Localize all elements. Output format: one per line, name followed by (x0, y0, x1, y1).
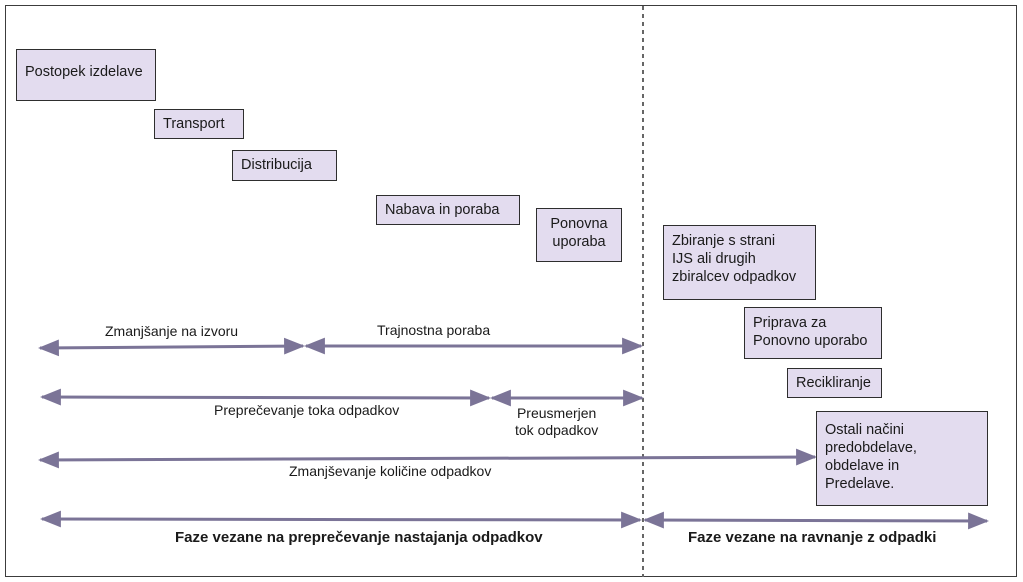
box-label: Ostali načini predobdelave, obdelave in … (825, 422, 917, 492)
box-ostali-nacini: Ostali načini predobdelave, obdelave in … (816, 411, 988, 506)
box-label: Distribucija (241, 157, 312, 173)
box-recikliranje: Recikliranje (787, 368, 882, 398)
arrow-zmanjsanje-na-izvoru (37, 337, 306, 357)
arrow-phase-right (642, 511, 990, 530)
phase-label-ravnanje: Faze vezane na ravnanje z odpadki (688, 529, 937, 546)
box-label: Postopek izdelave (25, 64, 143, 80)
box-label: Nabava in poraba (385, 202, 500, 218)
box-zbiranje: Zbiranje s strani IJS ali drugih zbiralc… (663, 225, 816, 300)
arrow-zmanjsevanje-kolicine (37, 448, 818, 469)
box-label: Ponovna uporaba (550, 216, 608, 250)
label-preprecevanje: Preprečevanje toka odpadkov (214, 402, 400, 418)
label-preusmerjen-tok: Preusmerjen tok odpadkov (515, 405, 599, 438)
box-transport: Transport (154, 109, 244, 139)
label-trajnostna-poraba: Trajnostna poraba (377, 322, 491, 338)
box-distribucija: Distribucija (232, 150, 337, 181)
box-nabava-in-poraba: Nabava in poraba (376, 195, 520, 225)
box-priprava: Priprava za Ponovno uporabo (744, 307, 882, 359)
box-label: Transport (163, 116, 225, 132)
label-zmanjsanje-na-izvoru: Zmanjšanje na izvoru (105, 323, 239, 339)
phase-label-preprecevanje: Faze vezane na preprečevanje nastajanja … (175, 529, 543, 546)
box-postopek-izdelave: Postopek izdelave (16, 49, 156, 101)
box-ponovna-uporaba: Ponovna uporaba (536, 208, 622, 262)
box-label: Zbiranje s strani IJS ali drugih zbiralc… (672, 233, 797, 285)
arrow-phase-left (39, 510, 643, 529)
box-label: Priprava za Ponovno uporabo (753, 315, 868, 349)
diagram-frame (5, 5, 1017, 577)
label-zmanjsevanje-kolicine: Zmanjševanje količine odpadkov (289, 463, 492, 479)
box-label: Recikliranje (796, 375, 871, 391)
arrow-preprecevanje (39, 388, 492, 407)
